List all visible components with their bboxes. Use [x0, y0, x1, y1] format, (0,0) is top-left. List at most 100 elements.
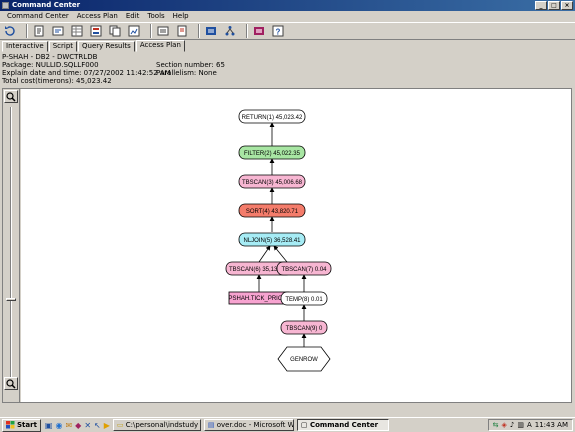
zoom-panel	[3, 89, 20, 402]
window-controls: _ □ ×	[535, 1, 573, 10]
node-nljoin[interactable]: NLJOIN(5) 36,528.41	[238, 232, 306, 247]
graph-icon[interactable]	[127, 24, 141, 38]
node-temp[interactable]: TEMP(8) 0.01	[280, 291, 328, 306]
node-tbscan-3[interactable]: TBSCAN(3) 45,006.68	[238, 174, 306, 189]
node-label: PSHAH.TICK_PRICE2	[228, 296, 290, 302]
desktop-icon[interactable]: ▣	[44, 420, 53, 430]
query-icon[interactable]	[51, 24, 65, 38]
minimize-button[interactable]: _	[535, 1, 547, 10]
node-label: SORT(4) 43,820.71	[246, 209, 299, 215]
node-label: TBSCAN(7) 0.04	[281, 267, 327, 273]
close-button[interactable]: ×	[561, 1, 573, 10]
zoom-slider-thumb[interactable]	[6, 298, 16, 301]
speaker-icon[interactable]: ♪	[509, 421, 515, 429]
menu-command-center[interactable]: Command Center	[7, 12, 69, 20]
tools-icon[interactable]: ✕	[84, 420, 92, 430]
print-icon[interactable]	[252, 24, 266, 38]
more-icon[interactable]: ▶	[103, 420, 110, 430]
windows-logo-icon	[6, 421, 15, 429]
toolbar-separator	[26, 24, 28, 38]
security-icon[interactable]: ◈	[501, 421, 507, 429]
task-label: over.doc - Microsoft Word	[216, 421, 294, 429]
menu-help[interactable]: Help	[172, 12, 189, 20]
tab-query-results[interactable]: Query Results	[78, 41, 135, 52]
tab-strip: Interactive Script Query Results Access …	[2, 40, 186, 52]
mail-icon[interactable]: ✉	[65, 420, 73, 430]
node-tbscan-9[interactable]: TBSCAN(9) 0	[280, 320, 328, 335]
start-label: Start	[17, 420, 37, 429]
node-label: TBSCAN(3) 45,006.68	[242, 180, 303, 186]
menu-edit[interactable]: Edit	[125, 12, 140, 20]
toolbar-separator	[246, 24, 248, 38]
task-command-center[interactable]: ▢ Command Center	[296, 419, 389, 431]
refresh-icon[interactable]	[3, 24, 17, 38]
node-label: TEMP(8) 0.01	[285, 297, 323, 303]
edge-tbscan6-nljoin	[258, 245, 271, 263]
node-label: NLJOIN(5) 36,528.41	[243, 238, 301, 244]
node-label: TBSCAN(6) 35,135.71	[229, 267, 290, 273]
toolbar-separator	[198, 24, 200, 38]
svg-text:?: ?	[276, 28, 281, 37]
node-label: TBSCAN(9) 0	[286, 326, 323, 332]
magnifier-icon	[6, 378, 16, 389]
tab-script[interactable]: Script	[48, 41, 78, 52]
command-center-icon: ▢	[300, 421, 308, 429]
toolbar-separator	[150, 24, 152, 38]
menu-bar: Command Center Access Plan Edit Tools He…	[0, 11, 575, 22]
task-word[interactable]: ▤ over.doc - Microsoft Word	[203, 419, 294, 431]
task-label: C:\personal\indstudy	[125, 421, 199, 429]
maximize-button[interactable]: □	[548, 1, 560, 10]
node-genrow[interactable]: GENROW	[277, 346, 331, 372]
script-icon[interactable]	[32, 24, 46, 38]
copy-icon[interactable]	[108, 24, 122, 38]
app-icon[interactable]: ◆	[75, 420, 82, 430]
quick-launch: ▣ ◉ ✉ ◆ ✕ ↖ ▶	[45, 421, 110, 430]
task-explorer[interactable]: ▭ C:\personal\indstudy	[112, 419, 201, 431]
explain-datetime: Explain date and time: 07/27/2002 11:42:…	[2, 69, 171, 77]
zoom-in-button[interactable]	[4, 90, 18, 103]
start-button[interactable]: Start	[2, 418, 41, 432]
printer-icon[interactable]: ▥	[517, 421, 524, 429]
access-plan-canvas: RETURN(1) 45,023.42 FILTER(2) 45,022.35 …	[2, 88, 572, 403]
total-cost: Total cost(timerons): 45,023.42	[2, 77, 112, 85]
node-filter[interactable]: FILTER(2) 45,022.35	[238, 145, 306, 160]
database-path: P-SHAH - DB2 - DWCTRLDB	[2, 53, 98, 61]
plan-graph: RETURN(1) 45,023.42 FILTER(2) 45,022.35 …	[225, 109, 332, 372]
node-tbscan-7[interactable]: TBSCAN(7) 0.04	[276, 261, 332, 276]
node-label: GENROW	[290, 357, 318, 363]
node-label: RETURN(1) 45,023.42	[242, 115, 303, 121]
details-icon[interactable]	[175, 24, 189, 38]
arrow-icon[interactable]: ↖	[94, 420, 101, 430]
results-icon[interactable]	[70, 24, 84, 38]
menu-access-plan[interactable]: Access Plan	[76, 12, 118, 20]
magnifier-icon	[6, 91, 16, 102]
font-icon[interactable]: A	[526, 421, 532, 429]
menu-tools[interactable]: Tools	[147, 12, 165, 20]
zoom-out-button[interactable]	[4, 377, 18, 390]
toolbar: ?	[0, 22, 575, 40]
clock[interactable]: 11:43 AM	[534, 421, 568, 429]
app-icon	[2, 2, 9, 9]
window-title: Command Center	[12, 1, 81, 9]
browser-icon[interactable]: ◉	[55, 420, 63, 430]
node-label: FILTER(2) 45,022.35	[244, 151, 301, 157]
tree-icon[interactable]	[223, 24, 237, 38]
tab-access-plan[interactable]: Access Plan	[135, 40, 185, 52]
export-icon[interactable]	[204, 24, 218, 38]
parallelism: Parallelism: None	[156, 69, 217, 77]
zoom-slider-track[interactable]	[10, 107, 12, 379]
system-tray: ⇆ ◈ ♪ ▥ A 11:43 AM	[487, 419, 573, 431]
network-icon[interactable]: ⇆	[492, 421, 499, 429]
node-return[interactable]: RETURN(1) 45,023.42	[238, 109, 306, 124]
plan-info: P-SHAH - DB2 - DWCTRLDB Package: NULLID.…	[2, 53, 572, 85]
statistics-icon[interactable]	[156, 24, 170, 38]
tab-interactive[interactable]: Interactive	[2, 41, 48, 52]
node-sort[interactable]: SORT(4) 43,820.71	[238, 203, 306, 218]
edge-tbscan7-nljoin	[273, 245, 288, 263]
plan-diagram: RETURN(1) 45,023.42 FILTER(2) 45,022.35 …	[21, 89, 571, 402]
plan-icon[interactable]	[89, 24, 103, 38]
folder-icon: ▭	[116, 421, 124, 429]
word-icon: ▤	[207, 421, 215, 429]
package-name: Package: NULLID.SQLLF000	[2, 61, 99, 69]
help-icon[interactable]: ?	[271, 24, 285, 38]
